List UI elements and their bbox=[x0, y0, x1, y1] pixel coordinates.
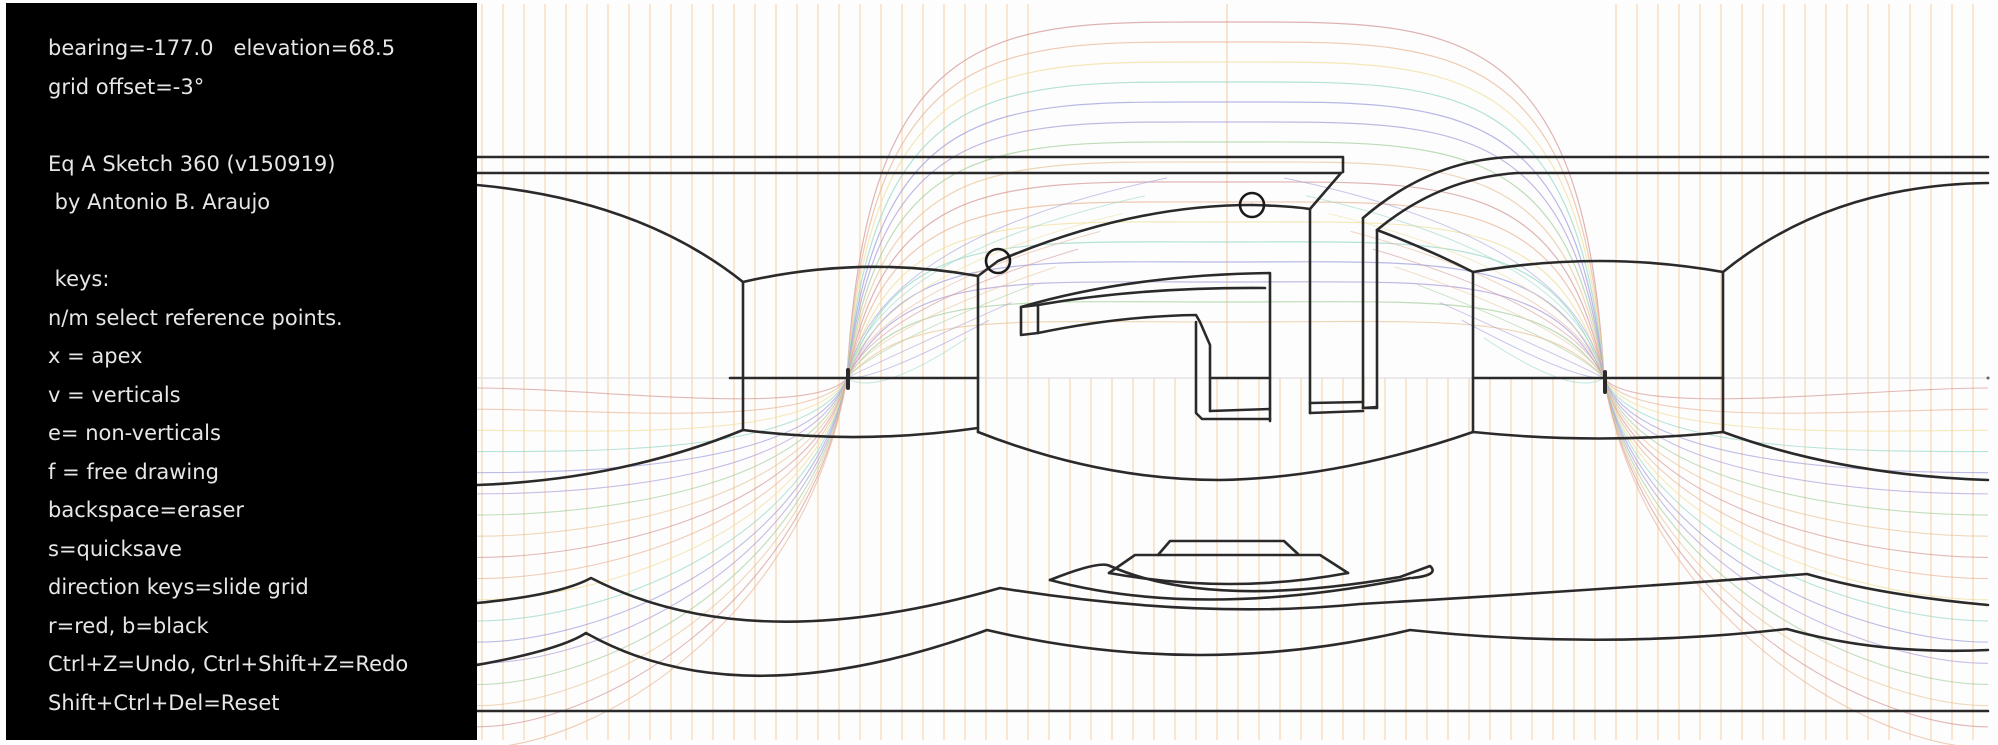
right-room-top bbox=[1471, 259, 1725, 274]
shelf-end-cap bbox=[1019, 303, 1040, 337]
app-author: by Antonio B. Araujo bbox=[48, 190, 271, 214]
reference-point-marker-n[interactable] bbox=[984, 247, 1012, 275]
drawing-canvas[interactable] bbox=[477, 0, 1998, 745]
right-room-bottom bbox=[1471, 430, 1725, 440]
top-rail-upper bbox=[477, 155, 1345, 174]
horizon-end-dot bbox=[1986, 376, 1990, 380]
right-ceiling-curve bbox=[1721, 181, 1990, 274]
spacer bbox=[48, 222, 477, 261]
grid-offset-readout: grid offset=-3° bbox=[48, 74, 205, 99]
key-hint-slide-grid: direction keys=slide grid bbox=[48, 575, 309, 599]
info-panel: bearing=-177.0 elevation=68.5 grid offse… bbox=[6, 3, 477, 740]
shelf-top-edge bbox=[1019, 271, 1272, 423]
shelf-leg-front bbox=[1194, 320, 1272, 421]
vertical-grid-lines bbox=[481, 4, 1974, 740]
key-hint-apex: x = apex bbox=[48, 344, 143, 368]
app-title: Eq A Sketch 360 (v150919) bbox=[48, 151, 336, 176]
key-hint-undo-redo: Ctrl+Z=Undo, Ctrl+Shift+Z=Redo bbox=[48, 652, 409, 676]
floor-row-arc-1 bbox=[477, 572, 1990, 623]
key-hint-reset: Shift+Ctrl+Del=Reset bbox=[48, 690, 280, 715]
key-hint-colors: r=red, b=black bbox=[48, 613, 209, 638]
shelf-leg-lines bbox=[1208, 376, 1272, 413]
left-room-top bbox=[741, 265, 980, 284]
reference-point-marker-m[interactable] bbox=[1238, 191, 1266, 219]
shelf-inner-edge bbox=[1036, 286, 1267, 307]
left-ceiling-curve bbox=[477, 183, 745, 284]
perspective-curve-grid bbox=[477, 21, 1989, 745]
left-floor-curve bbox=[477, 428, 745, 487]
key-hint-verticals: v = verticals bbox=[48, 382, 181, 407]
key-hint-non-verticals: e= non-verticals bbox=[48, 421, 221, 445]
right-floor-curve bbox=[1721, 430, 1990, 482]
step-1 bbox=[1156, 539, 1300, 557]
center-pillar-left-edge bbox=[1308, 171, 1343, 415]
ceiling-segment bbox=[1250, 203, 1312, 211]
right-rail-upper bbox=[1361, 155, 1990, 220]
step-2-front bbox=[1107, 571, 1350, 586]
step-3-front bbox=[1048, 576, 1412, 601]
shelf-lower-edge bbox=[1036, 313, 1212, 413]
right-rail-lower bbox=[1375, 171, 1990, 232]
floor-row-arc-2 bbox=[477, 627, 1990, 678]
keys-heading: keys: bbox=[48, 267, 110, 291]
center-room-ceiling bbox=[976, 203, 1254, 278]
step-3 bbox=[1048, 563, 1434, 593]
key-hint-free-drawing: f = free drawing bbox=[48, 459, 219, 484]
step-2 bbox=[1107, 553, 1350, 575]
left-room-bottom bbox=[741, 426, 980, 439]
sketch-strokes bbox=[477, 155, 1990, 713]
key-hint-quicksave: s=quicksave bbox=[48, 536, 182, 561]
right-ceiling-link bbox=[1375, 228, 1475, 274]
spacer bbox=[48, 106, 477, 145]
center-floor-curve bbox=[976, 430, 1475, 482]
sketch-svg[interactable] bbox=[477, 0, 1998, 745]
key-hint-eraser: backspace=eraser bbox=[48, 498, 245, 522]
bearing-elevation-readout: bearing=-177.0 elevation=68.5 bbox=[48, 36, 396, 60]
key-hint-reference-points: n/m select reference points. bbox=[48, 305, 343, 330]
